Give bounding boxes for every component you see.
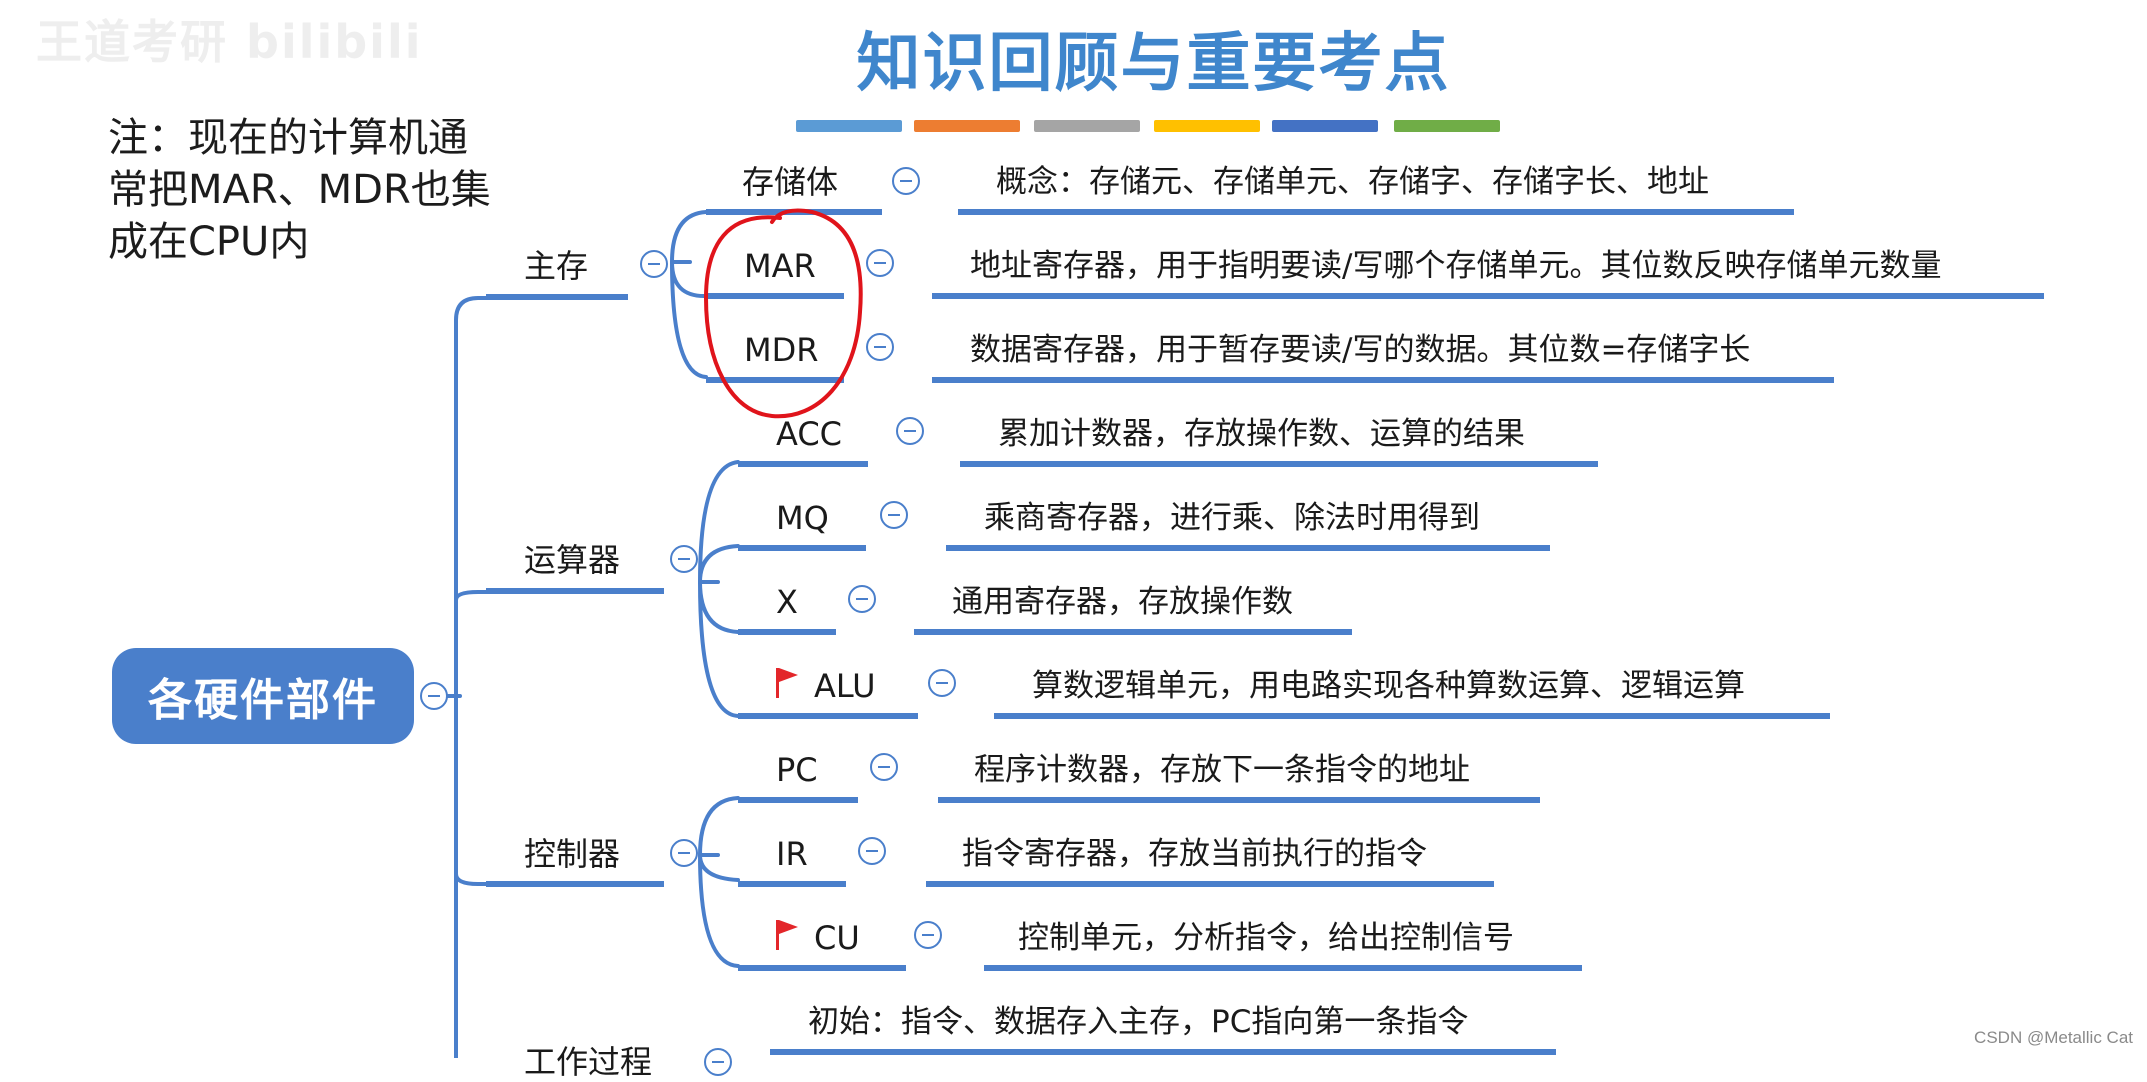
node-pc[interactable]: PC [776, 751, 818, 789]
collapse-icon[interactable] [670, 545, 698, 573]
color-bar-5 [1272, 120, 1378, 132]
collapse-icon[interactable] [866, 333, 894, 361]
color-bar-4 [1154, 120, 1260, 132]
branch-alu-unit[interactable]: 运算器 [524, 541, 621, 579]
branch-main-memory[interactable]: 主存 [524, 247, 589, 285]
color-bar-3 [1034, 120, 1140, 132]
collapse-icon[interactable] [640, 250, 668, 278]
side-note: 注：现在的计算机通 常把MAR、MDR也集 成在CPU内 [108, 112, 491, 268]
node-work-process-initial: 初始：指令、数据存入主存，PC指向第一条指令 [808, 1004, 1469, 1040]
node-cu[interactable]: CU [814, 919, 860, 957]
node-mar[interactable]: MAR [744, 247, 816, 285]
annotation-circle [703, 208, 863, 419]
node-acc-desc: 累加计数器，存放操作数、运算的结果 [998, 416, 1525, 452]
side-note-line: 常把MAR、MDR也集 [108, 167, 491, 213]
side-note-line: 注：现在的计算机通 [108, 115, 468, 161]
watermark: 王道考研 bilibili [36, 15, 423, 69]
credit-text: CSDN @Metallic Cat [1974, 1028, 2133, 1047]
collapse-icon[interactable] [704, 1048, 732, 1076]
collapse-icon[interactable] [880, 501, 908, 529]
node-alu-desc: 算数逻辑单元，用电路实现各种算数运算、逻辑运算 [1032, 668, 1745, 704]
color-bar-6 [1394, 120, 1500, 132]
page-title: 知识回顾与重要考点 [856, 27, 1451, 101]
node-mq-desc: 乘商寄存器，进行乘、除法时用得到 [984, 500, 1480, 536]
node-x-desc: 通用寄存器，存放操作数 [952, 584, 1293, 620]
mindmap-connectors [438, 208, 2044, 1058]
collapse-icon[interactable] [896, 417, 924, 445]
flag-icon [776, 920, 798, 950]
node-mq[interactable]: MQ [776, 499, 829, 537]
branch-control-unit[interactable]: 控制器 [524, 835, 621, 873]
collapse-icon[interactable] [866, 249, 894, 277]
node-x[interactable]: X [776, 583, 798, 621]
node-cu-desc: 控制单元，分析指令，给出控制信号 [1018, 920, 1514, 956]
node-acc[interactable]: ACC [776, 415, 843, 453]
connector-main-memory [669, 210, 708, 379]
node-ir-desc: 指令寄存器，存放当前执行的指令 [962, 836, 1427, 872]
color-bar-2 [914, 120, 1020, 132]
collapse-icon[interactable] [420, 682, 448, 710]
collapse-icon[interactable] [870, 753, 898, 781]
branch-work-process[interactable]: 工作过程 [524, 1043, 653, 1081]
root-node[interactable]: 各硬件部件 [112, 648, 414, 744]
connector-root-branches [438, 296, 488, 1058]
color-bar-1 [796, 120, 902, 132]
collapse-icon[interactable] [892, 167, 920, 195]
collapse-icon[interactable] [928, 669, 956, 697]
connector-alu-unit [697, 460, 740, 718]
node-mdr-desc: 数据寄存器，用于暂存要读/写的数据。其位数=存储字长 [970, 332, 1751, 368]
flag-icon [776, 668, 798, 698]
collapse-icon[interactable] [848, 585, 876, 613]
collapse-icon[interactable] [914, 921, 942, 949]
node-ir[interactable]: IR [776, 835, 808, 873]
node-storage[interactable]: 存储体 [742, 163, 839, 201]
collapse-icon[interactable] [858, 837, 886, 865]
node-storage-desc: 概念：存储元、存储单元、存储字、存储字长、地址 [996, 164, 1709, 200]
node-mdr[interactable]: MDR [744, 331, 819, 369]
collapse-icon[interactable] [670, 839, 698, 867]
node-mar-desc: 地址寄存器，用于指明要读/写哪个存储单元。其位数反映存储单元数量 [970, 248, 1942, 284]
side-note-line: 成在CPU内 [108, 219, 310, 265]
node-pc-desc: 程序计数器，存放下一条指令的地址 [974, 752, 1470, 788]
node-alu[interactable]: ALU [814, 667, 876, 705]
connector-control-unit [697, 796, 740, 968]
